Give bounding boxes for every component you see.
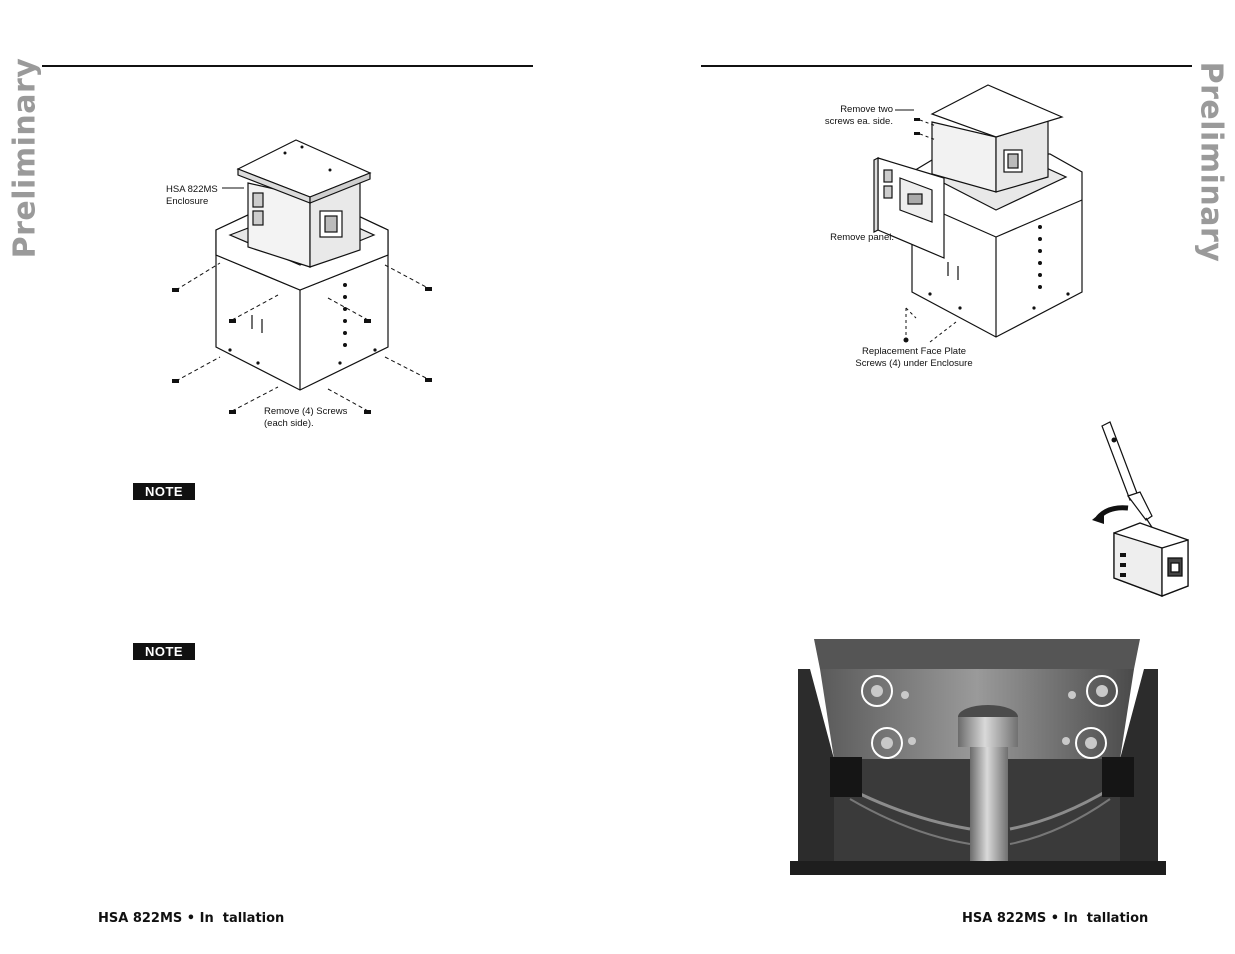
header-rule-left [42,65,533,67]
footer-left: HSA 822MS • In tallation [98,911,285,926]
enclosure-callout-label: HSA 822MS Enclosure [166,184,218,207]
remove-screws-callout-label: Remove (4) Screws (each side). [264,406,348,429]
remove-panel-callout-label: Remove panel. [830,232,894,243]
panel-removal-diagram [873,84,1083,343]
remove-two-screws-callout-label: Remove two screws ea. side. [824,104,893,127]
preliminary-watermark-right: Preliminary [1193,61,1229,263]
header-rule-right [701,65,1192,67]
footer-right: HSA 822MS • In tallation [962,911,1149,926]
enclosure-underside-photo [790,639,1166,875]
note-badge: NOTE [133,643,195,660]
enclosure-mounting-diagram [172,139,432,414]
preliminary-watermark-left: Preliminary [7,57,43,259]
face-plate-screws-callout-label: Replacement Face Plate Screws (4) under … [855,346,973,369]
note-badge: NOTE [133,483,195,500]
screwdriver-connector-diagram [1092,421,1189,597]
